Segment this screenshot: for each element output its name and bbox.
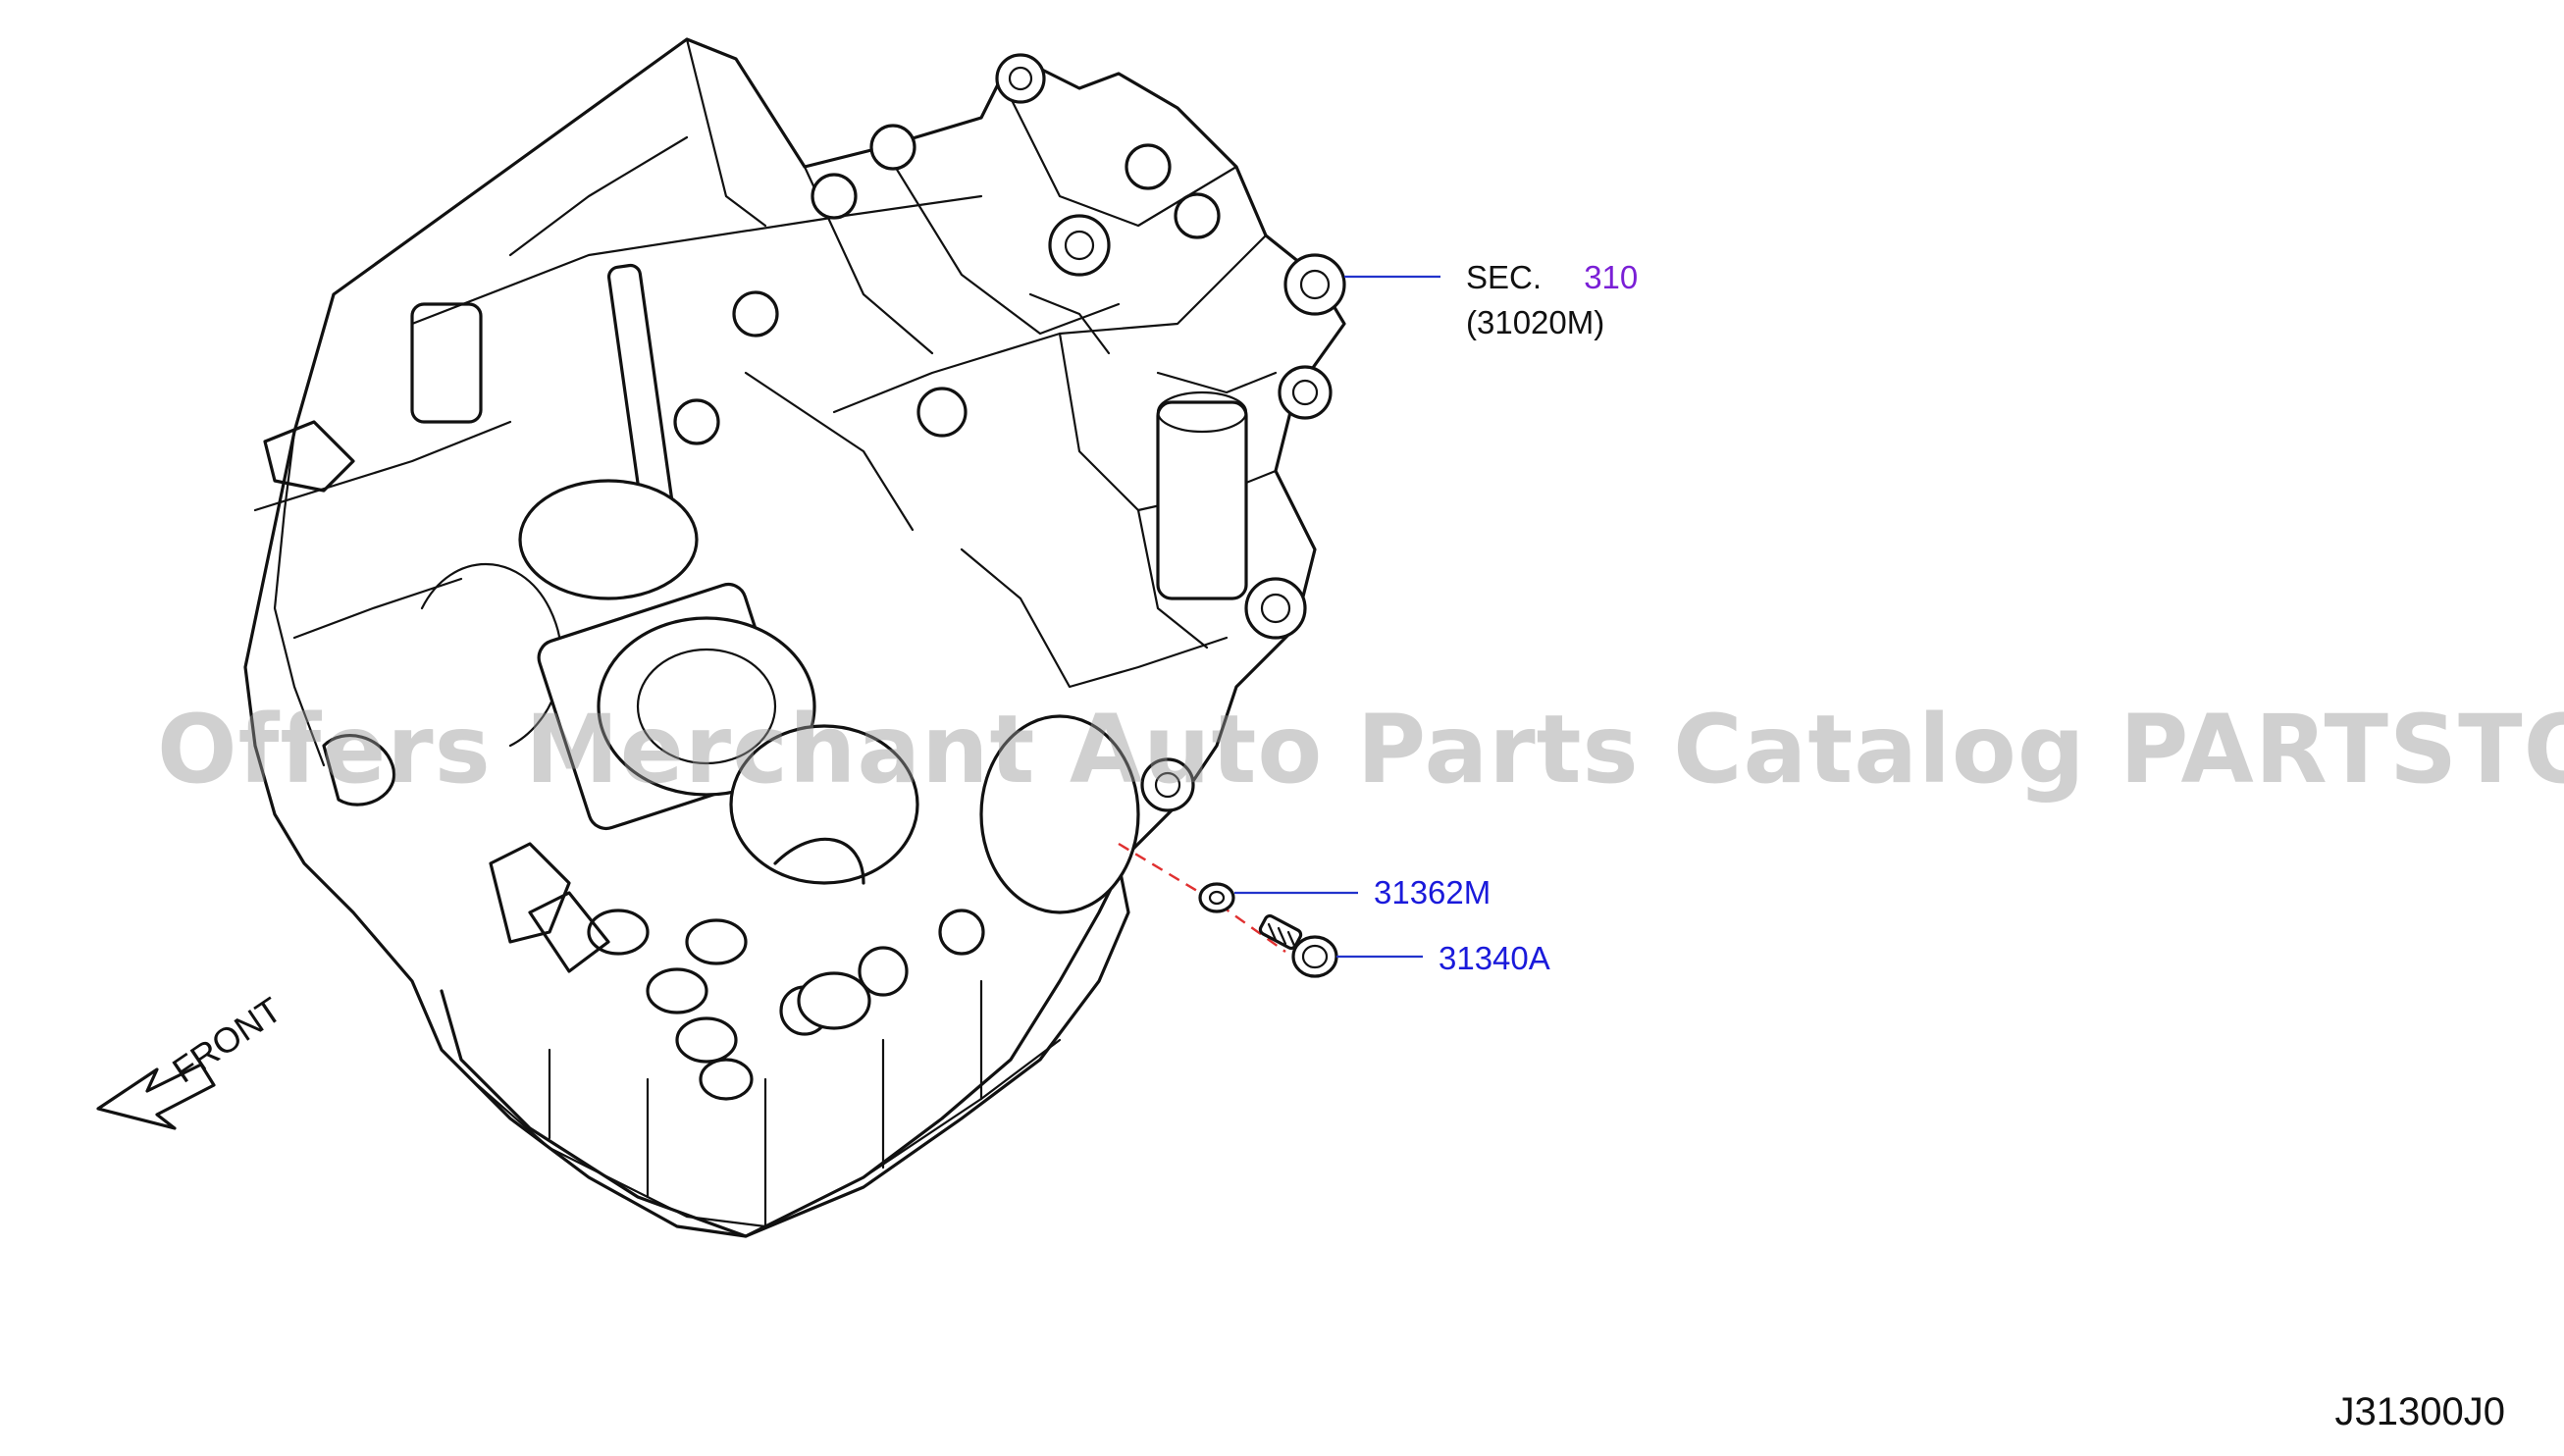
transmission-housing [243,37,1346,1238]
callout-section[interactable]: SEC. 310 [1466,261,1638,293]
part-number-31362m[interactable]: 31362M [1374,874,1491,910]
sec-number[interactable]: 310 [1584,259,1639,295]
washer-31362m [1198,882,1235,913]
sec-sub-part: (31020M) [1466,304,1605,340]
oil-pan [440,861,1130,1238]
bellhousing [263,302,571,944]
bolt-31340a [1258,913,1338,978]
lower-tubes [528,891,871,1101]
sec-prefix: SEC. [1466,259,1543,295]
part-number-31340a[interactable]: 31340A [1439,940,1550,976]
arrow-down-left-icon [96,1063,216,1130]
rear-case [673,53,1346,1036]
solenoid-cluster [518,263,919,885]
diagram-code: J31300J0 [2334,1390,2505,1433]
